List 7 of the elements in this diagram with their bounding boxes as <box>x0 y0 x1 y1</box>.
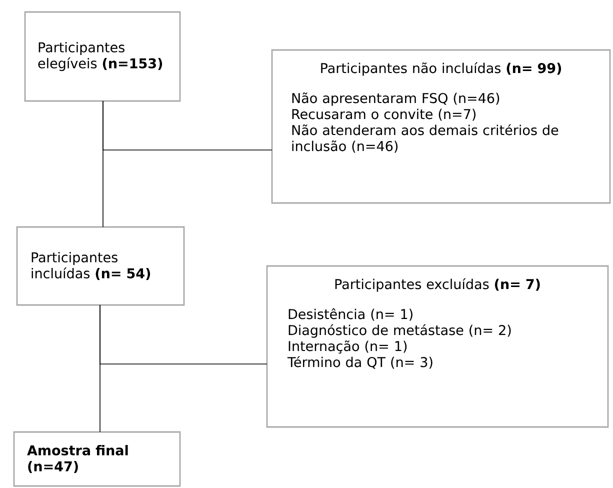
exclusion-box: Participantes não incluídas (n= 99) Não apresentaram FSQ (n=46) Recusaram o convite (n=7) Não atenderam aos demais critérios de inclusão (n=46) <box>271 49 611 204</box>
flow-box: Participantes elegíveis (n=153) <box>24 11 181 102</box>
flow-box: Participantes incluídas (n= 54) <box>16 226 185 306</box>
flow-box: Amostra final (n=47) <box>13 431 181 487</box>
exclusion-box: Participantes excluídas (n= 7) Desistência (n= 1) Diagnóstico de metástase (n= 2) Internação (n= 1) Término da QT (n= 3) <box>266 265 609 428</box>
connector-line <box>102 100 272 150</box>
connector-line <box>100 304 268 364</box>
